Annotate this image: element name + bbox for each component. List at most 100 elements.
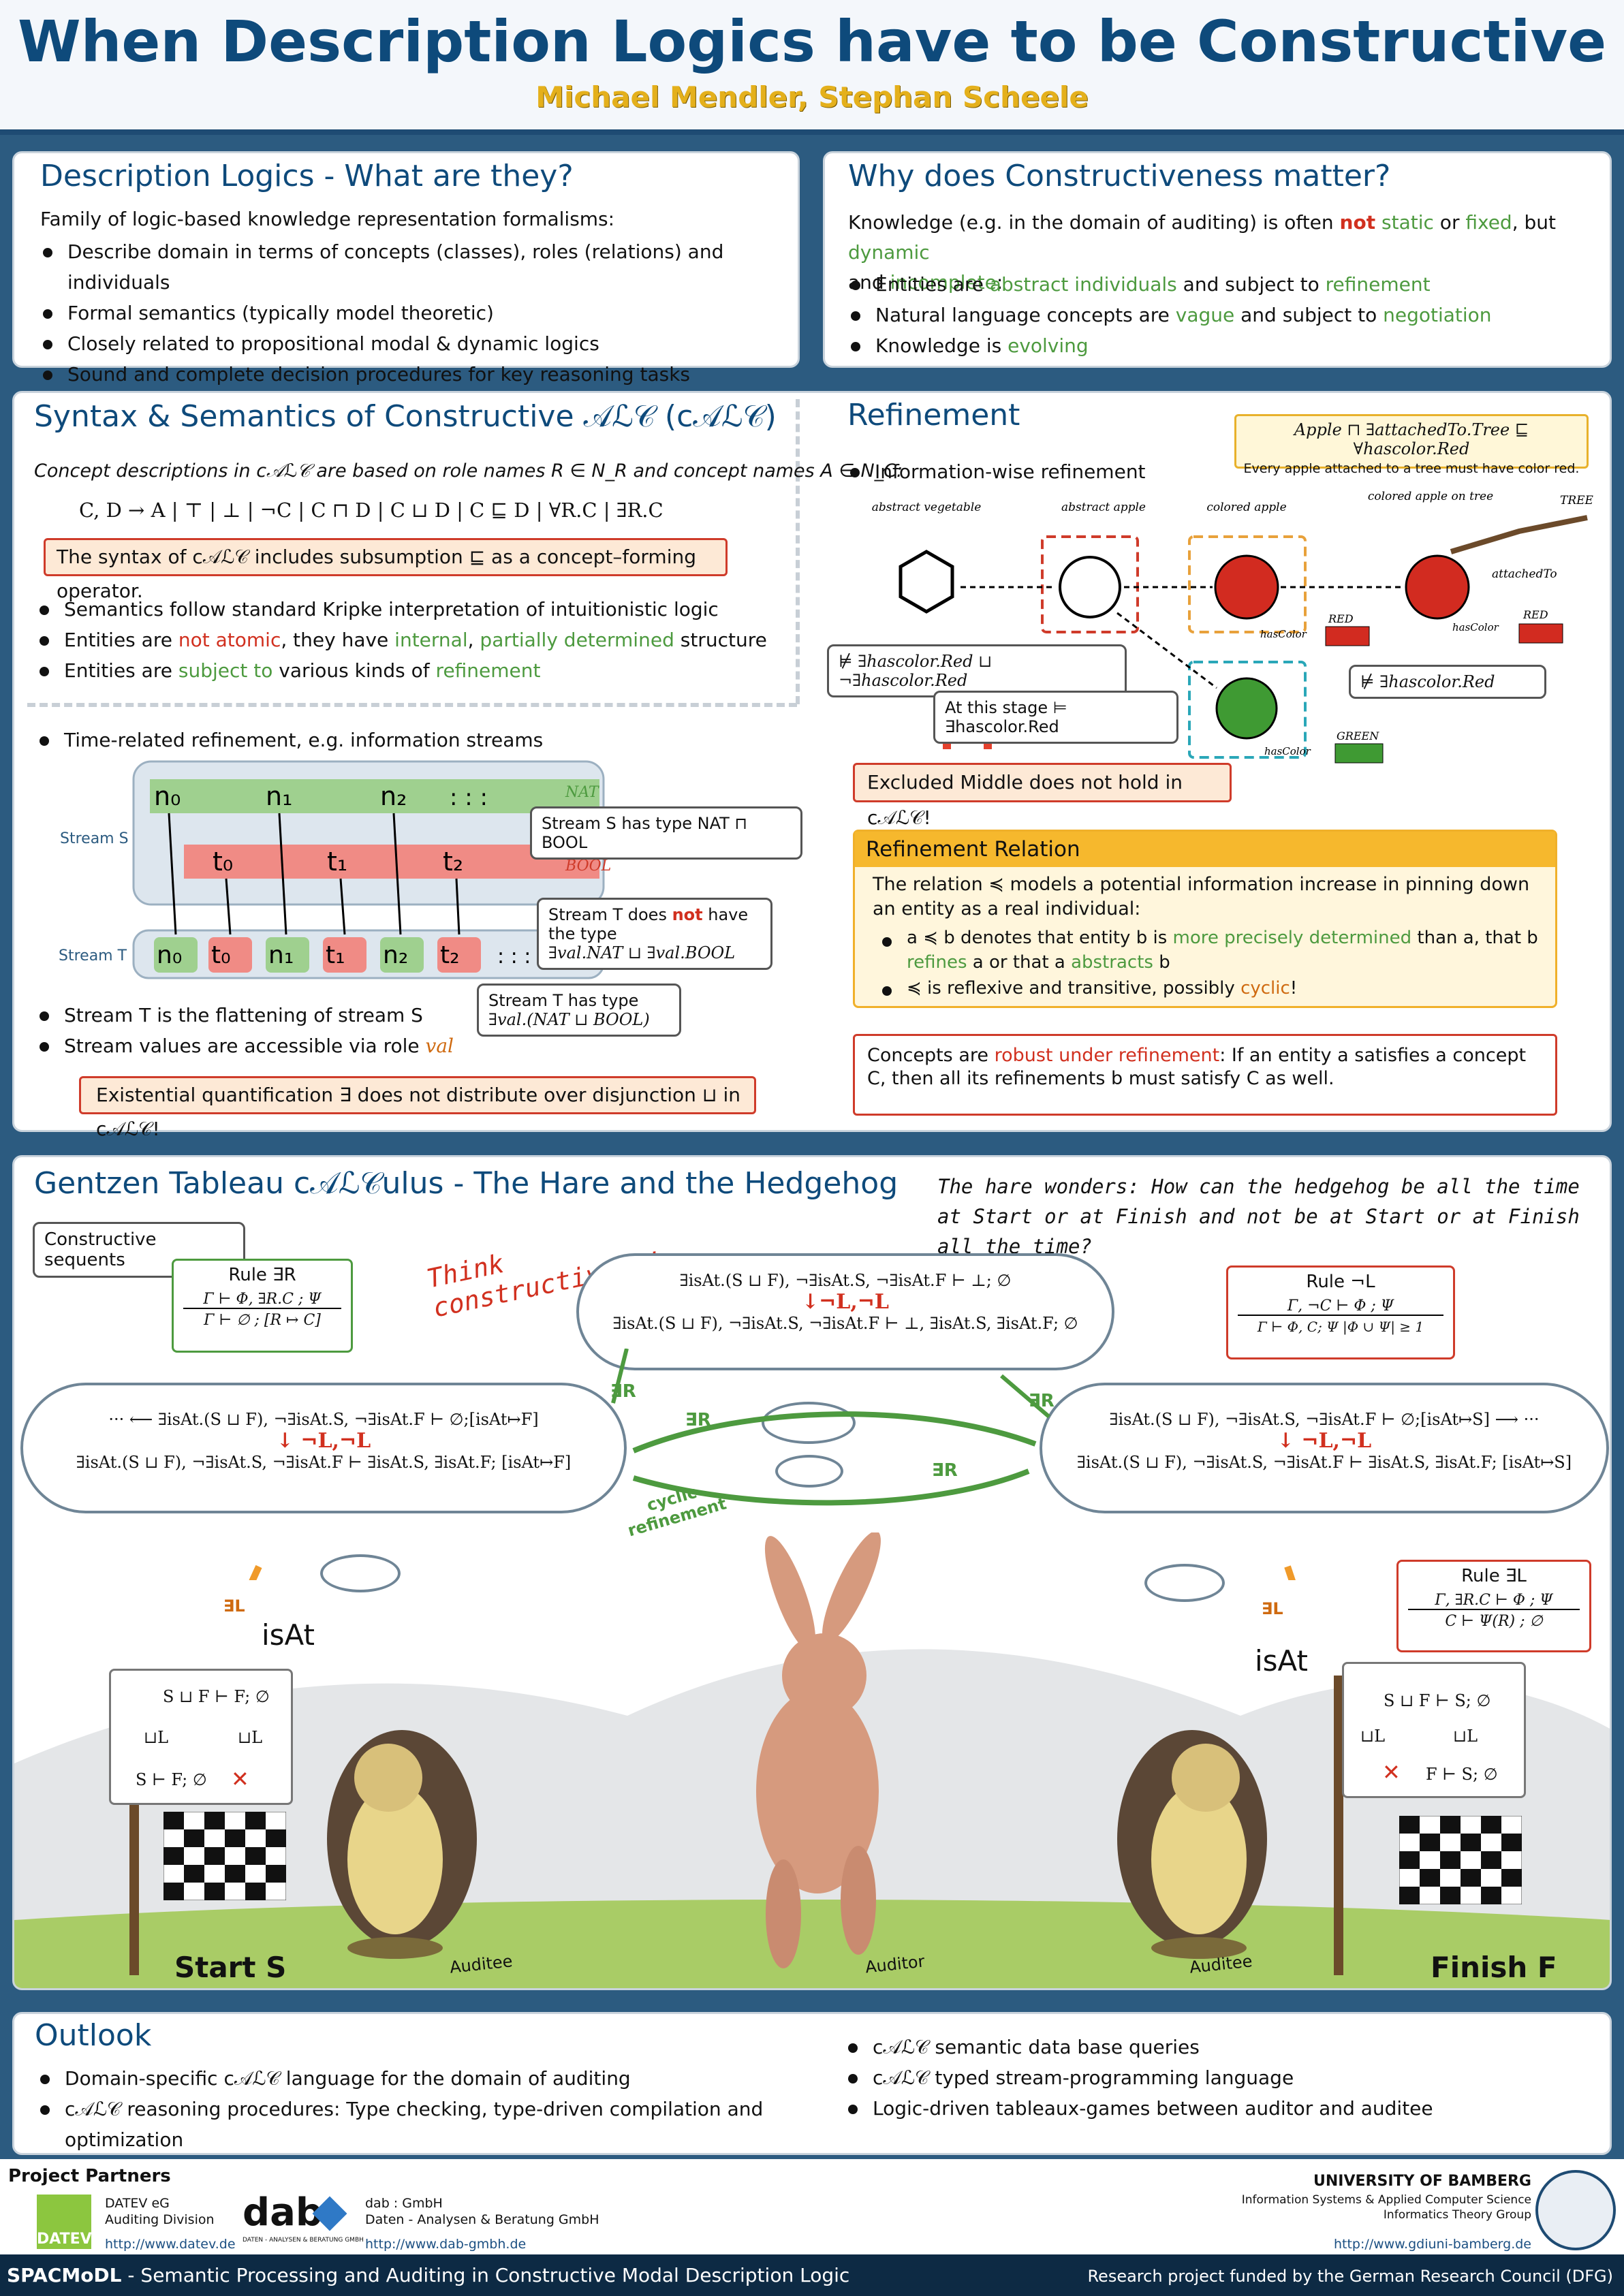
refinement-relation-box: Refinement Relation The relation ≼ model… [853, 830, 1557, 1008]
list-item: Information-wise refinement [847, 456, 1256, 487]
syntax-box: The syntax of c𝒜ℒ𝒞 includes subsumption … [44, 538, 728, 602]
list-item: Semantics follow standard Kripke interpr… [37, 594, 786, 625]
list-item: Sound and complete decision procedures f… [40, 359, 790, 390]
dots: : : : [497, 945, 531, 969]
finish-flag: S ⊔ F ⊢ S; ∅ ⊔L ⊔L ✕ F ⊢ S; ∅ [1342, 1662, 1526, 1798]
uni-dept: Information Systems & Applied Computer S… [1241, 2193, 1531, 2207]
panel-why-constructiveness: Why does Constructiveness matter? Knowle… [823, 151, 1612, 368]
node-n2: n₂ [380, 781, 407, 811]
dl-list: Describe domain in terms of concepts (cl… [40, 236, 790, 390]
tree-label: TREE [1560, 494, 1594, 507]
dab-link[interactable]: http://www.dab-gmbh.de [365, 2237, 527, 2252]
hedgehog-right-icon [1117, 1730, 1267, 1959]
node-t2: t₂ [443, 847, 463, 877]
seq-t0: t₀ [211, 941, 231, 969]
apple-outline-icon [1059, 556, 1121, 618]
start-label: Start S [174, 1951, 287, 1984]
dashed-frame-cyan [1188, 661, 1307, 759]
seq-n0: n₀ [157, 941, 182, 969]
list-item: Describe domain in terms of concepts (cl… [40, 236, 790, 298]
partners-area [0, 2159, 1624, 2254]
section-title: Syntax & Semantics of Constructive 𝒜ℒ𝒞 (… [34, 399, 777, 434]
section-title: Why does Constructiveness matter? [848, 159, 1391, 193]
callout-stream-s-type: Stream S has type NAT ⊓ BOOL [530, 806, 802, 860]
apple-refinement-diagram: abstract vegetable abstract apple colore… [872, 490, 1594, 764]
node-n1: n₁ [266, 781, 292, 811]
poster-title: When Description Logics have to be Const… [17, 8, 1607, 75]
thought-bubble [775, 1455, 843, 1488]
list-item: Logic-driven tableaux-games between audi… [845, 2093, 1595, 2124]
green-label: GREEN [1337, 729, 1379, 742]
section-title: Refinement [847, 398, 1020, 433]
er-label: ∃R [610, 1381, 636, 1402]
dl-intro: Family of logic-based knowledge represen… [40, 208, 615, 230]
stream-notes: Stream T is the flattening of stream S S… [37, 1000, 514, 1061]
syntax-list: Semantics follow standard Kripke interpr… [37, 594, 786, 686]
stream-s-label: Stream S [60, 830, 129, 847]
dashed-divider [27, 703, 797, 707]
seq-t2: t₂ [440, 941, 460, 969]
list-item: a ≼ b denotes that entity b is more prec… [879, 926, 1555, 975]
callout-excluded-middle-1: ⊭ ∃hascolor.Red ⊔ ¬∃hascolor.Red [827, 644, 1127, 697]
node-n0: n₀ [154, 781, 181, 811]
list-item: Entities are subject to various kinds of… [37, 655, 786, 686]
list-item: c𝒜ℒ𝒞 typed stream-programming language [845, 2062, 1595, 2093]
red-label: RED [1522, 608, 1548, 621]
seq-n1: n₁ [268, 941, 294, 969]
refinement-relation-text: The relation ≼ models a potential inform… [873, 874, 1530, 919]
checkered-flag-icon [163, 1812, 286, 1900]
start-flag: S ⊔ F ⊢ F; ∅ ⊔L ⊔L S ⊢ F; ∅ ✕ [109, 1669, 293, 1805]
hascolor-label: hasColor [1452, 621, 1499, 633]
nat-label: NAT [565, 784, 600, 801]
datev-link[interactable]: http://www.datev.de [105, 2237, 236, 2252]
list-item: Natural language concepts are vague and … [848, 300, 1591, 330]
list-item: c𝒜ℒ𝒞 semantic data base queries [845, 2032, 1595, 2062]
tree-branch [1450, 515, 1588, 554]
green-apple-icon [1215, 677, 1278, 740]
datev-logo: DATEV [37, 2195, 91, 2249]
poster-authors: Michael Mendler, Stephan Scheele [535, 80, 1089, 114]
panel-outlook: Outlook Domain-specific c𝒜ℒ𝒞 language fo… [12, 2012, 1612, 2155]
robust-box: Concepts are robust under refinement: If… [853, 1034, 1557, 1116]
dab-logo: dab [243, 2190, 323, 2235]
hare-icon [756, 1532, 881, 1968]
cloud-right: ∃isAt.(S ⊔ F), ¬∃isAt.S, ¬∃isAt.F ⊢ ∅;[i… [1040, 1383, 1609, 1513]
stream-list: Time-related refinement, e.g. informatio… [37, 725, 650, 755]
rule-not-l: Rule ¬L Γ, ¬C ⊢ Φ ; Ψ Γ ⊢ Φ, C; Ψ |Φ ∪ Ψ… [1226, 1265, 1455, 1359]
red-swatch [1325, 626, 1370, 646]
er-label: ∃R [685, 1410, 711, 1430]
existential-box: Existential quantification ∃ does not di… [79, 1076, 756, 1140]
dashed-divider [796, 399, 800, 704]
list-item: Knowledge is evolving [848, 330, 1591, 361]
uni-seal-icon [1535, 2170, 1616, 2250]
red-swatch [1518, 623, 1563, 644]
label-abstract-apple: abstract apple [1061, 501, 1146, 514]
uni-link[interactable]: http://www.gdiuni-bamberg.de [1333, 2237, 1531, 2252]
section-title: Description Logics - What are they? [40, 159, 574, 193]
list-item: Closely related to propositional modal &… [40, 328, 790, 359]
er-label: ∃R [1029, 1391, 1055, 1411]
cloud-top: ∃isAt.(S ⊔ F), ¬∃isAt.S, ¬∃isAt.F ⊢ ⊥; ∅… [576, 1253, 1114, 1370]
stream-t-label: Stream T [59, 947, 127, 964]
section-title: Outlook [35, 2018, 152, 2053]
dab-name: dab : GmbH [365, 2196, 443, 2211]
dots: : : : [450, 784, 488, 811]
partners-title: Project Partners [8, 2166, 171, 2186]
rule-exists-r: Rule ∃R Γ ⊢ Φ, ∃R.C ; Ψ Γ ⊢ ∅ ; [R ↦ C] [172, 1259, 353, 1353]
seq-n2: n₂ [383, 941, 408, 969]
flag-pole [1334, 1676, 1343, 1975]
syntax-intro: Concept descriptions in c𝒜ℒ𝒞 are based o… [34, 460, 903, 482]
red-apple-icon [1214, 554, 1279, 620]
red-apple-on-tree-icon [1405, 554, 1470, 620]
label-colored-apple: colored apple [1206, 501, 1286, 514]
thought-bubble [1144, 1564, 1225, 1602]
thought-bubble [762, 1402, 856, 1444]
dashed-frame-red [1041, 535, 1139, 633]
callout-this-stage: At this stage ⊨ ∃hascolor.Red [933, 691, 1178, 744]
thought-bubble [320, 1554, 401, 1592]
isat-label: isAt [262, 1618, 315, 1652]
panel-description-logics: Description Logics - What are they? Fami… [12, 151, 800, 386]
syntax-grammar: C, D → A | ⊤ | ⊥ | ¬C | C ⊓ D | C ⊔ D | … [79, 499, 663, 522]
seq-t1: t₁ [326, 941, 345, 969]
datev-name: DATEV eG [105, 2196, 170, 2211]
